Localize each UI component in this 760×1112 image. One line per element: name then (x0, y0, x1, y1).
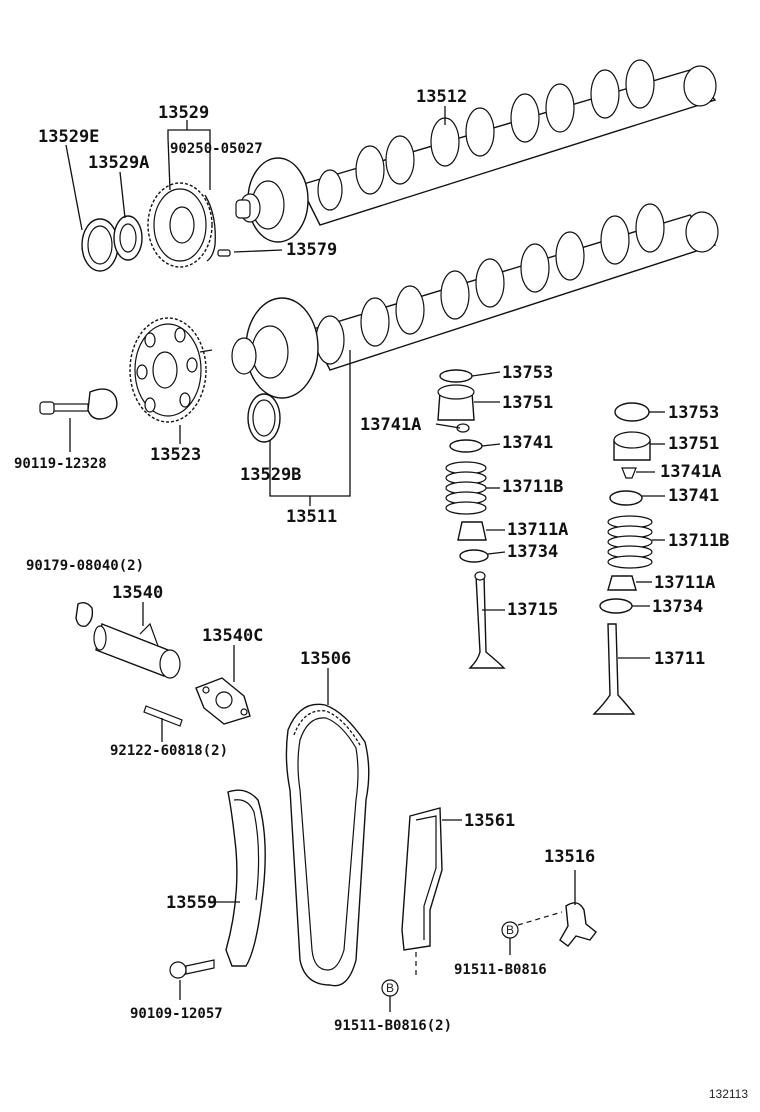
label-13711: 13711 (654, 649, 705, 669)
bolt-90109-12057 (169, 959, 215, 979)
label-91511-B0816: 91511-B0816 (454, 962, 547, 978)
label-13529: 13529 (158, 103, 209, 123)
valve-stack-intake (437, 369, 506, 669)
label-13561: 13561 (464, 811, 515, 831)
marker-b-2: B (381, 979, 399, 997)
label-13711A-a: 13711A (507, 520, 568, 540)
chain-slipper-13559 (225, 789, 266, 967)
marker-b-1: B (501, 921, 519, 939)
label-90250-05027: 90250-05027 (170, 141, 263, 157)
chain-tensioner-13540 (75, 601, 181, 679)
bracket-13516 (559, 902, 597, 947)
lower-cam-gear (231, 297, 319, 399)
camshaft-13511 (309, 203, 719, 371)
label-13751-b: 13751 (668, 434, 719, 454)
label-13741A-a: 13741A (360, 415, 421, 435)
label-92122-60818: 92122-60818(2) (110, 743, 228, 759)
figure-number: 132113 (709, 1087, 748, 1101)
label-13711A-b: 13711A (654, 573, 715, 593)
label-13711B-a: 13711B (502, 477, 563, 497)
timing-gear-13523 (129, 317, 207, 423)
timing-chain-13506 (285, 703, 370, 987)
stud-92122 (143, 705, 183, 727)
sub-gear-13529 (147, 182, 213, 268)
label-13540C: 13540C (202, 626, 263, 646)
washer-13529A (113, 215, 143, 261)
label-13734-b: 13734 (652, 597, 703, 617)
label-13741-b: 13741 (668, 486, 719, 506)
label-13516: 13516 (544, 847, 595, 867)
label-13753-b: 13753 (668, 403, 719, 423)
label-13711B-b: 13711B (668, 531, 729, 551)
label-13753-a: 13753 (502, 363, 553, 383)
label-13751-a: 13751 (502, 393, 553, 413)
label-13506: 13506 (300, 649, 351, 669)
snap-ring-13529B (247, 393, 281, 443)
label-13529B: 13529B (240, 465, 301, 485)
svg-text:B: B (506, 923, 514, 937)
label-13529E: 13529E (38, 127, 99, 147)
label-90179-08040: 90179-08040(2) (26, 558, 144, 574)
bolt-90119-12328 (39, 388, 118, 420)
gasket-13540C (195, 677, 251, 725)
label-13529A: 13529A (88, 153, 149, 173)
pin-13579 (217, 249, 231, 257)
spring-90250 (204, 194, 216, 262)
label-90109-12057: 90109-12057 (130, 1006, 223, 1022)
camshaft-13512 (298, 59, 717, 226)
upper-cam-gear (239, 157, 309, 243)
label-13523: 13523 (150, 445, 201, 465)
label-13559: 13559 (166, 893, 217, 913)
label-13511: 13511 (286, 507, 337, 527)
label-13540: 13540 (112, 583, 163, 603)
label-13734-a: 13734 (507, 542, 558, 562)
label-13512: 13512 (416, 87, 467, 107)
label-13741A-b: 13741A (660, 462, 721, 482)
label-13741-a: 13741 (502, 433, 553, 453)
label-13579: 13579 (286, 240, 337, 260)
label-90119-12328: 90119-12328 (14, 456, 107, 472)
svg-text:B: B (386, 981, 394, 995)
valve-stack-exhaust (592, 402, 653, 715)
chain-damper-13561 (401, 807, 443, 951)
label-13715: 13715 (507, 600, 558, 620)
label-91511-B0816-2: 91511-B0816(2) (334, 1018, 452, 1034)
snap-ring-13529E (81, 218, 119, 272)
